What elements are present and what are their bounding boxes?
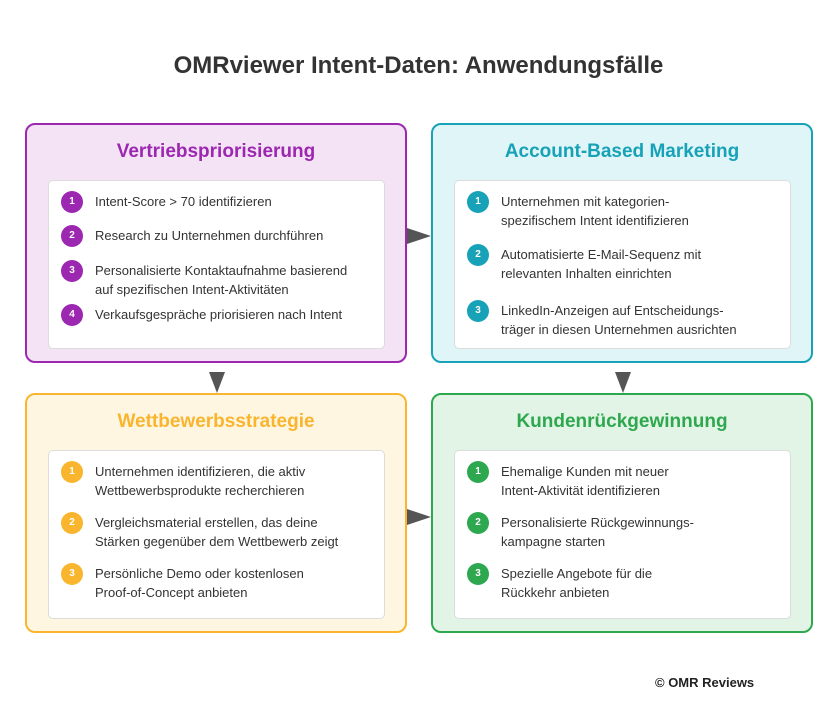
step-number-badge: 4 bbox=[61, 304, 83, 326]
step-text: LinkedIn-Anzeigen auf Entscheidungs- trä… bbox=[501, 303, 737, 337]
steps-box: 1 Ehemalige Kunden mit neuer Intent-Akti… bbox=[454, 450, 791, 619]
panel-sales-prioritization: Vertriebspriorisierung 1 Intent-Score > … bbox=[25, 123, 407, 363]
step-number-badge: 3 bbox=[467, 300, 489, 322]
steps-box: 1 Unternehmen identifizieren, die aktiv … bbox=[48, 450, 385, 619]
page-title: OMRviewer Intent-Daten: Anwendungsfälle bbox=[173, 52, 664, 79]
arrow-right-icon bbox=[407, 228, 431, 244]
step-number-badge: 1 bbox=[61, 461, 83, 483]
step-text: Verkaufsgespräche priorisieren nach Inte… bbox=[95, 307, 343, 322]
step-text: Vergleichsmaterial erstellen, das deine … bbox=[95, 515, 339, 549]
step-number-badge: 3 bbox=[467, 563, 489, 585]
arrow-down-icon bbox=[209, 372, 225, 393]
arrow-right-icon bbox=[407, 509, 431, 525]
step-text: Ehemalige Kunden mit neuer Intent-Aktivi… bbox=[501, 464, 669, 498]
steps-box: 1 Intent-Score > 70 identifizieren 2 Res… bbox=[48, 180, 385, 349]
step-text: Spezielle Angebote für die Rückkehr anbi… bbox=[501, 566, 653, 600]
panel-competition-strategy: Wettbewerbsstrategie 1 Unternehmen ident… bbox=[25, 393, 407, 633]
step-text: Personalisierte Kontaktaufnahme basieren… bbox=[95, 263, 348, 297]
step-number-badge: 1 bbox=[467, 461, 489, 483]
step-number-badge: 3 bbox=[61, 260, 83, 282]
step-number-badge: 2 bbox=[61, 225, 83, 247]
step-text: Intent-Score > 70 identifizieren bbox=[95, 194, 272, 209]
arrow-down-icon bbox=[615, 372, 631, 393]
step-number-badge: 2 bbox=[467, 244, 489, 266]
step-text: Unternehmen identifizieren, die aktiv We… bbox=[95, 464, 306, 498]
step-text: Persönliche Demo oder kostenlosen Proof-… bbox=[95, 566, 304, 600]
step-text: Automatisierte E-Mail-Sequenz mit releva… bbox=[501, 247, 702, 281]
copyright-footer: © OMR Reviews bbox=[655, 675, 755, 690]
steps-box: 1 Unternehmen mit kategorien- spezifisch… bbox=[454, 180, 791, 349]
panel-customer-winback: Kundenrückgewinnung 1 Ehemalige Kunden m… bbox=[431, 393, 813, 633]
step-text: Unternehmen mit kategorien- spezifischem… bbox=[501, 194, 689, 228]
step-text: Research zu Unternehmen durchführen bbox=[95, 228, 324, 243]
step-number-badge: 2 bbox=[61, 512, 83, 534]
step-number-badge: 1 bbox=[467, 191, 489, 213]
panel-account-based-marketing: Account-Based Marketing 1 Unternehmen mi… bbox=[431, 123, 813, 363]
step-number-badge: 2 bbox=[467, 512, 489, 534]
panel-title: Wettbewerbsstrategie bbox=[117, 411, 315, 432]
panel-title: Account-Based Marketing bbox=[504, 141, 740, 162]
panel-title: Vertriebspriorisierung bbox=[116, 141, 316, 162]
step-number-badge: 3 bbox=[61, 563, 83, 585]
step-number-badge: 1 bbox=[61, 191, 83, 213]
panel-title: Kundenrückgewinnung bbox=[516, 411, 728, 432]
step-text: Personalisierte Rückgewinnungs- kampagne… bbox=[501, 515, 694, 549]
